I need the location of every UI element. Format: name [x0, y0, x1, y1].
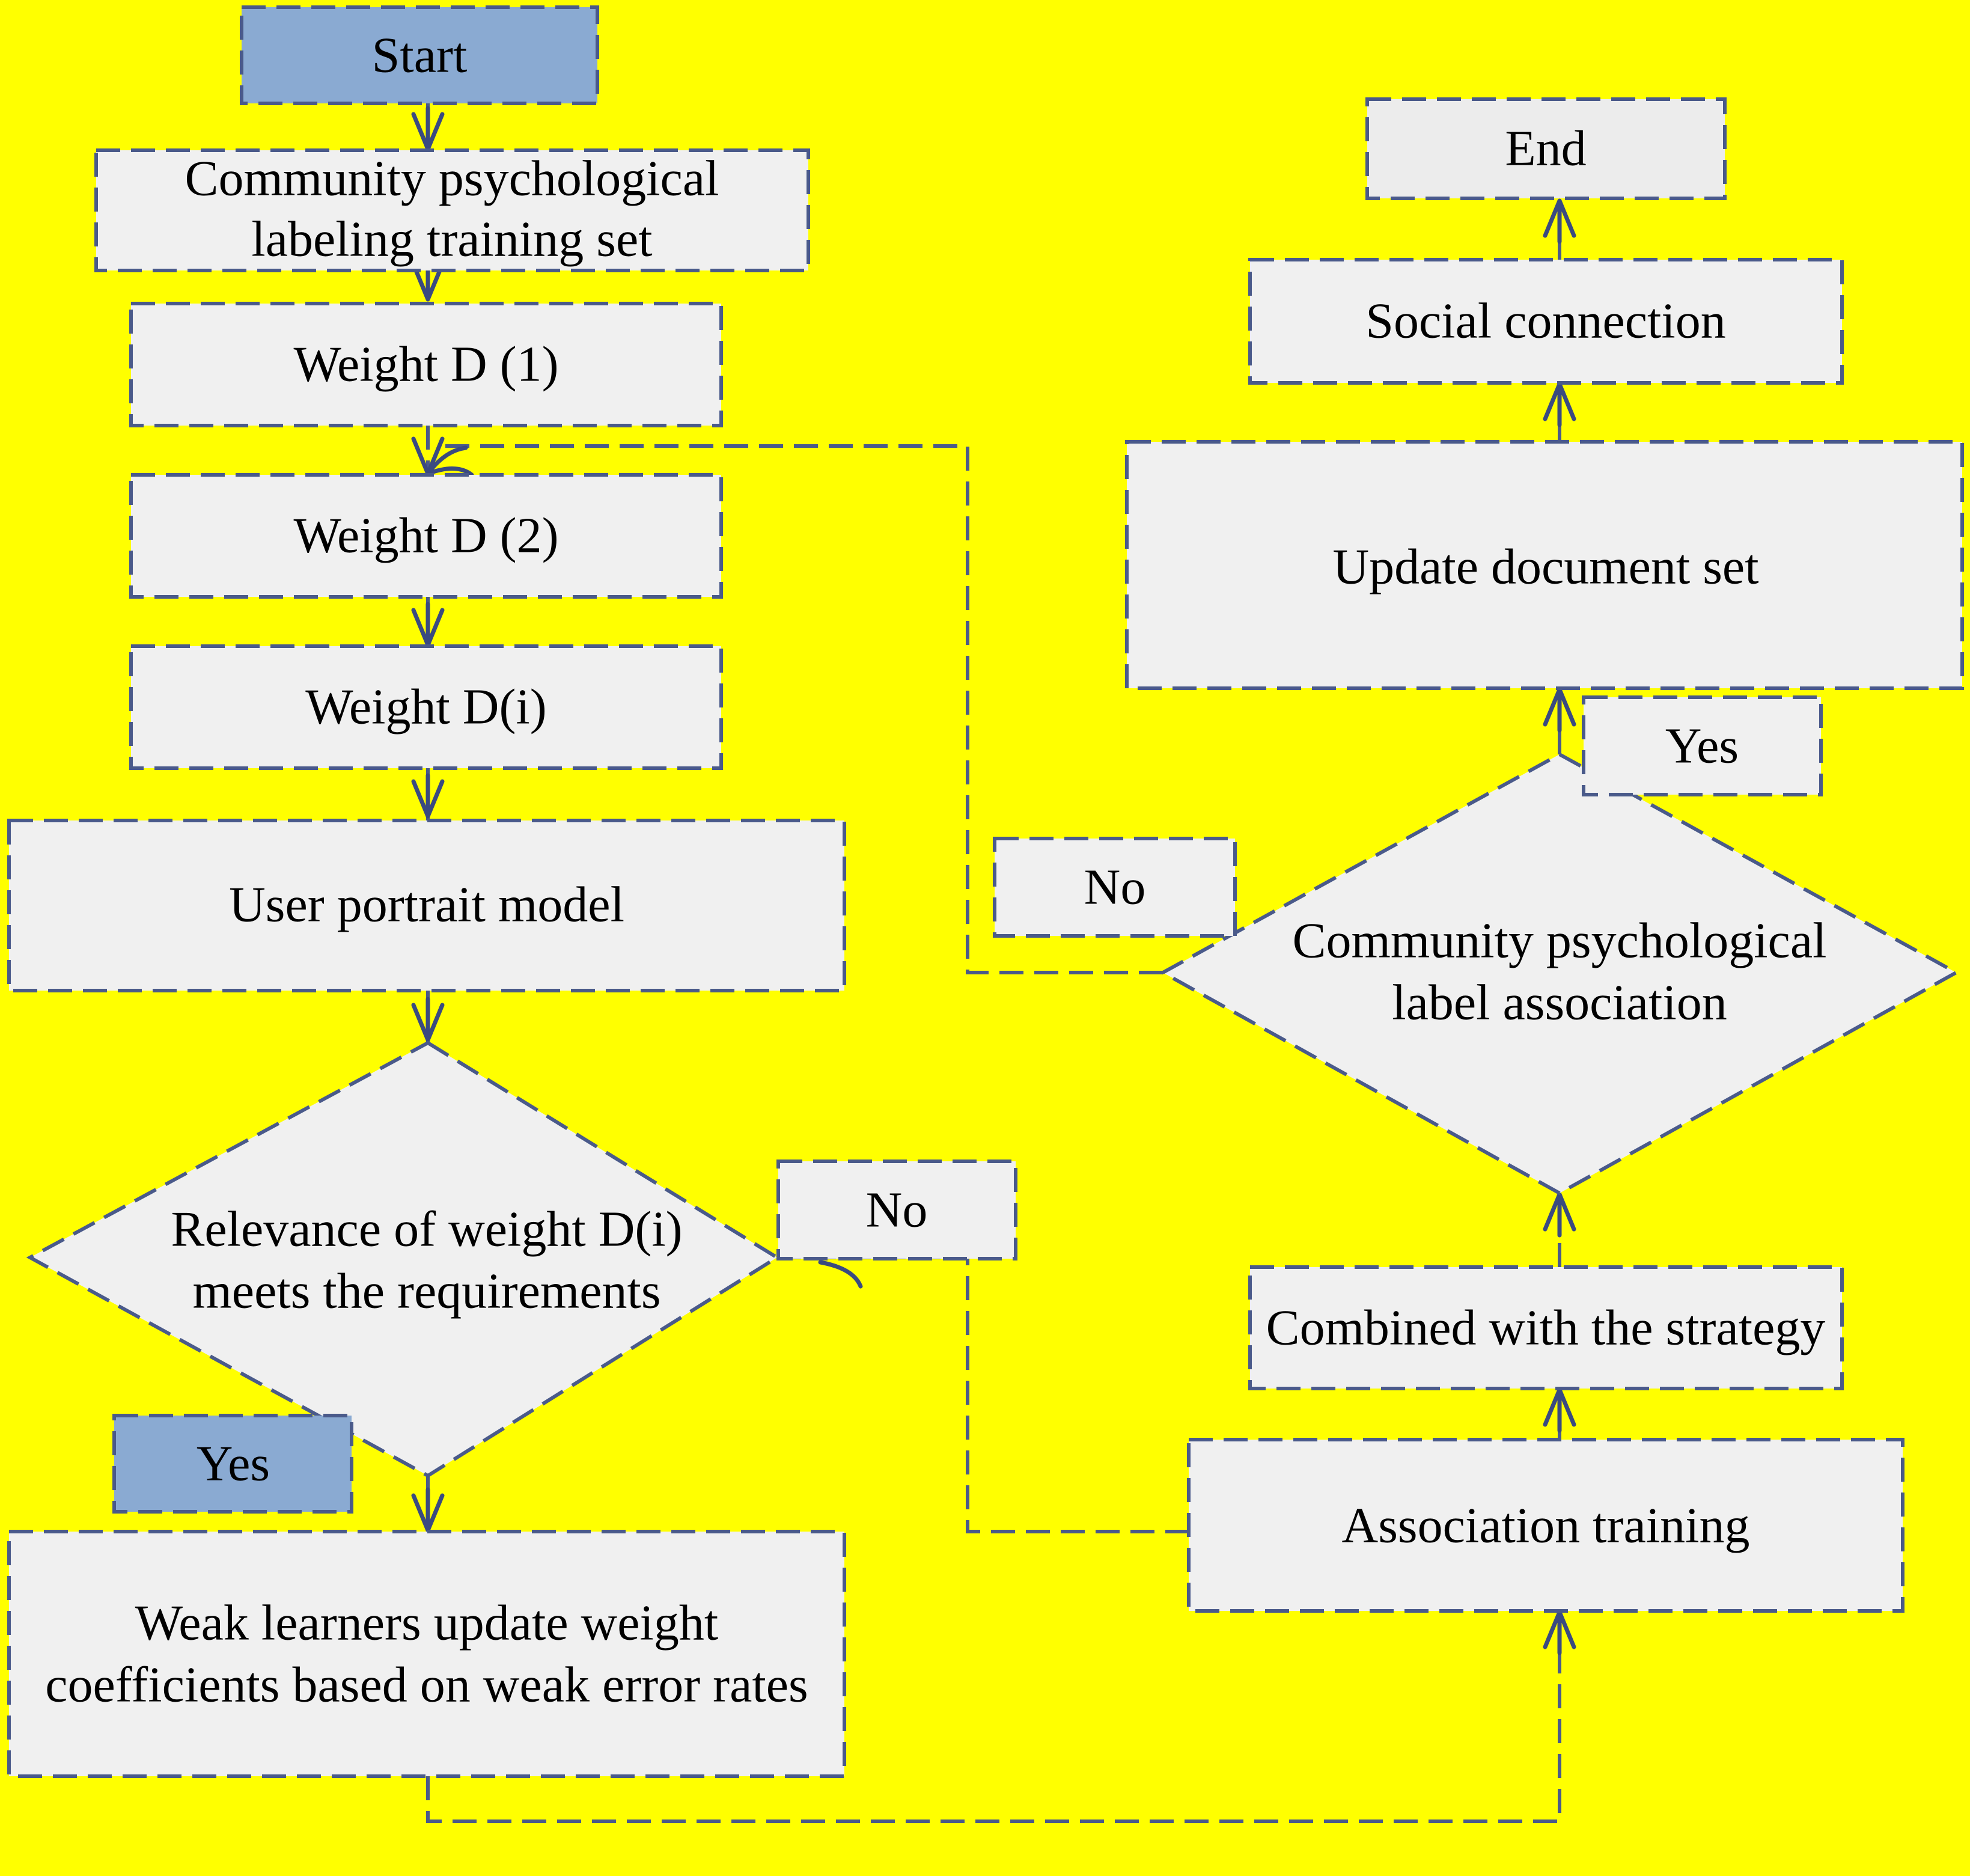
end-node: End — [1365, 97, 1727, 200]
start-label: Start — [372, 28, 468, 84]
arrowhead-social-connection — [1543, 382, 1576, 427]
update-document-set-node: Update document set — [1125, 440, 1964, 690]
edge-weak-learners-to-association-training — [426, 1611, 1561, 1823]
combined-strategy-node: Combined with the strategy — [1248, 1265, 1844, 1390]
arrowhead-label-association — [1543, 1192, 1576, 1238]
start-node: Start — [240, 5, 599, 105]
training-set-node: Community psychological labeling trainin… — [94, 148, 810, 272]
end-label: End — [1505, 121, 1586, 177]
weight-d1-label: Weight D (1) — [293, 337, 558, 393]
user-portrait-label: User portrait model — [229, 877, 624, 933]
association-no-label-box: No — [993, 837, 1237, 938]
arrowhead-weight-d2-loop — [425, 445, 474, 477]
relevance-no-label-box: No — [776, 1160, 1017, 1260]
association-yes-label: Yes — [1665, 718, 1739, 774]
weak-learners-label-line-1: Weak learners update weight — [135, 1595, 718, 1651]
arrowhead-update-document-set — [1543, 687, 1576, 733]
arrowhead-combined — [1543, 1387, 1576, 1433]
weight-di-label: Weight D(i) — [305, 679, 546, 735]
social-connection-node: Social connection — [1248, 258, 1844, 385]
weight-d1-node: Weight D (1) — [129, 302, 723, 427]
association-yes-label-box: Yes — [1582, 695, 1823, 796]
label-association-label-line-2: label association — [1392, 975, 1727, 1031]
arrowhead-user-portrait — [411, 773, 445, 819]
relevance-decision-label-line-1: Relevance of weight D(i) — [171, 1202, 682, 1257]
association-training-label: Association training — [1342, 1498, 1750, 1554]
weight-d2-label: Weight D (2) — [293, 508, 558, 564]
social-connection-label: Social connection — [1365, 293, 1725, 349]
association-training-node: Association training — [1187, 1438, 1904, 1613]
edge-relevance-no-loop — [777, 1256, 1189, 1533]
edge-label-association-no-loop — [439, 444, 1163, 974]
arrowhead-weight-di — [411, 602, 445, 647]
label-association-decision-node: Community psychological label associatio… — [1159, 752, 1960, 1196]
weak-learners-node: Weak learners update weight coefficients… — [7, 1530, 846, 1778]
relevance-decision-node: Relevance of weight D(i) meets the requi… — [26, 1040, 781, 1478]
arrowhead-weak-learners — [411, 1487, 445, 1533]
arrowhead-end — [1543, 198, 1576, 244]
arrowhead-association-training — [1543, 1610, 1576, 1655]
relevance-no-label: No — [866, 1182, 928, 1238]
update-document-set-label: Update document set — [1332, 539, 1758, 595]
relevance-yes-label: Yes — [197, 1436, 270, 1492]
training-set-label-line-2: labeling training set — [251, 212, 652, 267]
combined-strategy-label: Combined with the strategy — [1266, 1300, 1826, 1356]
weight-d2-node: Weight D (2) — [129, 473, 723, 599]
user-portrait-node: User portrait model — [7, 819, 846, 992]
arrowhead-relevance — [411, 997, 445, 1042]
association-no-label: No — [1084, 860, 1146, 915]
relevance-yes-label-box: Yes — [112, 1414, 353, 1514]
relevance-decision-label-line-2: meets the requirements — [192, 1263, 660, 1319]
arrowhead-training-set — [411, 106, 445, 151]
arrowhead-relevance-no — [818, 1260, 863, 1289]
weight-di-node: Weight D(i) — [129, 644, 723, 770]
weak-learners-label-line-2: coefficients based on weak error rates — [45, 1657, 808, 1713]
training-set-label-line-1: Community psychological — [185, 151, 719, 207]
label-association-label-line-1: Community psychological — [1293, 913, 1827, 969]
